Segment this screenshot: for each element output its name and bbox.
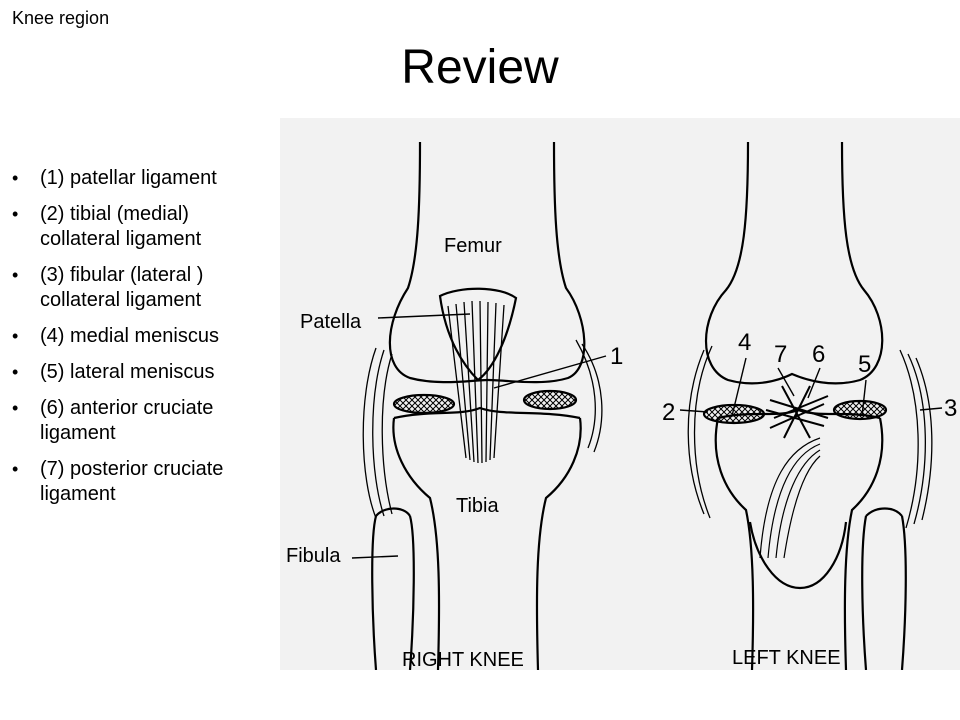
number-2-leader-line — [679, 409, 709, 413]
right-femur-outline — [388, 141, 586, 384]
list-item: • (3) fibular (lateral ) collateral ligame… — [8, 263, 278, 313]
bullet-icon: • — [12, 362, 19, 382]
femur-label: Femur — [444, 235, 502, 257]
left-tibia-outline — [714, 417, 884, 670]
number-4-label: 4 — [738, 329, 751, 356]
list-item-text: (1) patellar ligament — [40, 167, 217, 189]
left-collateral-medial — [687, 345, 713, 519]
list-item-text: (6) anterior cruciate — [40, 397, 214, 419]
list-item-text: (2) tibial (medial) — [40, 203, 189, 225]
slide-title: Review — [401, 41, 559, 94]
left-cruciate-ligaments — [765, 385, 829, 439]
patella-label: Patella — [300, 311, 362, 333]
bullet-icon: • — [12, 398, 19, 418]
list-item-text: (4) medial meniscus — [40, 325, 219, 347]
left-femur-outline — [705, 141, 884, 385]
number-6-leader-line — [807, 367, 821, 399]
patella-leader-line — [377, 313, 471, 319]
ligament-list: • (1) patellar ligament • (2) tibial (medi… — [8, 166, 278, 518]
knee-diagram: Femur Patella 1 Tibia Fibula 4 7 6 5 2 3… — [280, 118, 960, 670]
list-item: • (5) lateral meniscus — [8, 360, 278, 385]
list-item-text: collateral ligament — [40, 289, 202, 311]
number-4-leader-line — [731, 357, 747, 417]
list-item: • (6) anterior cruciate ligament — [8, 396, 278, 446]
right-patellar-ligament — [447, 300, 505, 464]
number-3-leader-line — [919, 407, 943, 411]
left-posterior-fan — [759, 437, 821, 559]
list-item-text: (3) fibular (lateral ) — [40, 264, 204, 286]
number-6-label: 6 — [812, 341, 825, 368]
left-knee-caption: LEFT KNEE — [732, 647, 841, 669]
right-meniscus-lateral — [522, 389, 578, 411]
bullet-icon: • — [12, 204, 19, 224]
number-1-label: 1 — [610, 343, 623, 370]
right-patella — [438, 287, 518, 382]
left-collateral-lateral — [899, 349, 933, 529]
list-item-text: (7) posterior cruciate — [40, 458, 224, 480]
list-item-text: ligament — [40, 422, 116, 444]
list-item: • (7) posterior cruciate ligament — [8, 457, 278, 507]
number-5-leader-line — [861, 379, 867, 417]
right-collateral-lateral — [575, 339, 603, 453]
corner-label: Knee region — [12, 8, 110, 28]
right-tibia-outline — [392, 417, 582, 670]
left-fibula — [861, 507, 907, 670]
list-item: • (1) patellar ligament — [8, 166, 278, 191]
number-7-leader-line — [777, 367, 795, 397]
bullet-icon: • — [12, 459, 19, 479]
list-item: • (4) medial meniscus — [8, 324, 278, 349]
list-item: • (2) tibial (medial) collateral ligament — [8, 202, 278, 252]
right-collateral-medial — [362, 347, 393, 519]
left-meniscus-lateral — [832, 399, 888, 421]
ligament-1-leader-line — [493, 355, 607, 389]
number-7-label: 7 — [774, 341, 787, 368]
list-item-text: (5) lateral meniscus — [40, 361, 215, 383]
bullet-icon: • — [12, 326, 19, 346]
number-5-label: 5 — [858, 351, 871, 378]
right-knee-caption: RIGHT KNEE — [402, 649, 524, 670]
bullet-icon: • — [12, 265, 19, 285]
right-meniscus-medial — [392, 393, 456, 415]
knee-diagram-svg: Femur Patella 1 Tibia Fibula 4 7 6 5 2 3… — [286, 141, 957, 670]
fibula-label: Fibula — [286, 545, 341, 567]
list-item-text: collateral ligament — [40, 228, 202, 250]
bullet-icon: • — [12, 168, 19, 188]
tibia-label: Tibia — [456, 495, 499, 517]
number-2-label: 2 — [662, 399, 675, 426]
number-3-label: 3 — [944, 395, 957, 422]
right-fibula — [371, 507, 415, 670]
left-tibial-notch — [748, 521, 848, 590]
list-item-text: ligament — [40, 483, 116, 505]
fibula-leader-line — [351, 555, 399, 559]
